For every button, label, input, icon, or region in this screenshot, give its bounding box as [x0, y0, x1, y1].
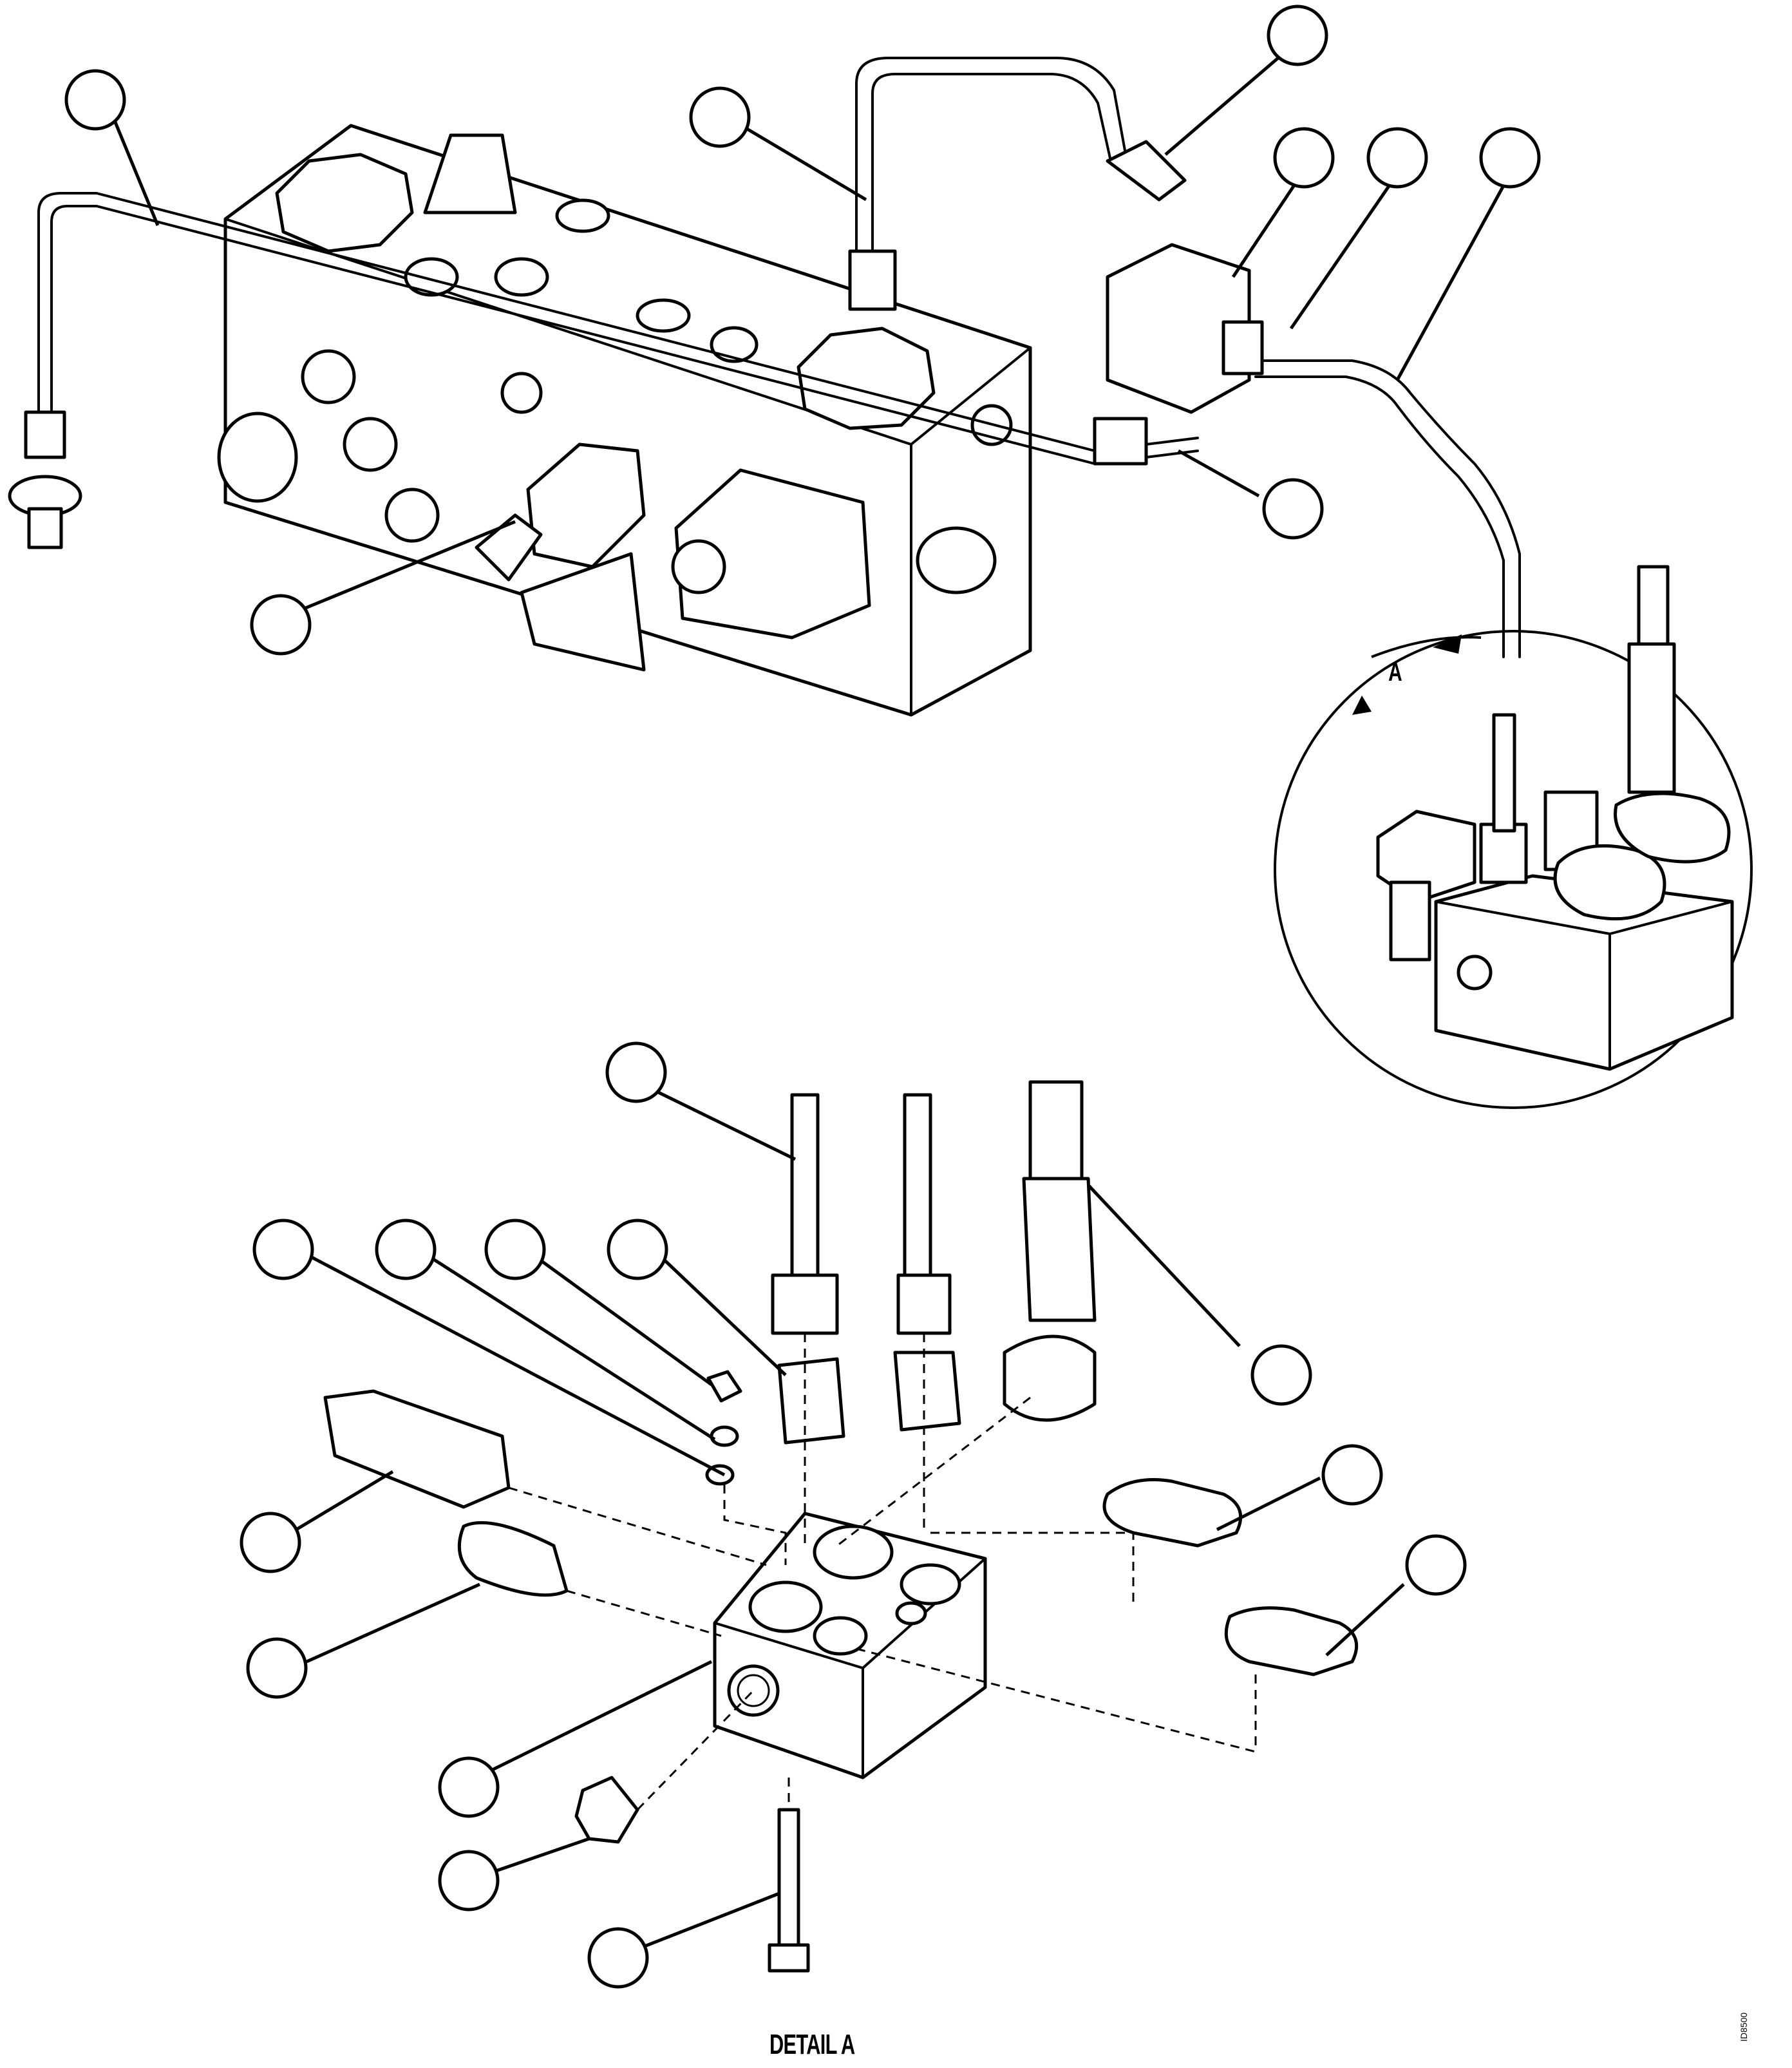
callout-balloon-13: [484, 1219, 546, 1280]
callout-balloon-14: [607, 1219, 668, 1280]
callout-balloon-1: [64, 69, 126, 131]
callout-balloon-19: [438, 1756, 500, 1818]
callout-balloon-21: [587, 1927, 649, 1989]
callout-balloon-16: [240, 1512, 301, 1573]
detail-title: DETAIL A: [769, 2029, 855, 2060]
callout-balloon-10: [1250, 1344, 1312, 1406]
callout-balloon-18: [246, 1637, 308, 1699]
callout-balloon-6: [1479, 127, 1541, 189]
callout-balloon-4: [1273, 127, 1335, 189]
hydraulic-tubes: [8, 57, 1521, 658]
callout-balloon-15: [1321, 1444, 1383, 1506]
callout-balloon-8: [250, 594, 312, 656]
callout-balloon-11: [252, 1219, 314, 1280]
drawing-id: ID8500: [1739, 2012, 1749, 2042]
detail-view-circle: [1274, 565, 1753, 1109]
callout-balloon-7: [1262, 478, 1324, 540]
callout-balloon-5: [1366, 127, 1428, 189]
callout-balloon-17: [1405, 1534, 1467, 1596]
view-letter-label: A: [1388, 658, 1402, 687]
exploded-manifold: [713, 1512, 987, 1779]
callout-balloon-12: [375, 1219, 437, 1280]
callout-balloon-3: [1267, 5, 1328, 66]
callout-balloon-2: [689, 86, 751, 148]
valve-block-main: [217, 124, 1032, 717]
callout-balloon-9: [605, 1041, 667, 1103]
exploded-components: [323, 1080, 1359, 1973]
callout-balloon-20: [438, 1850, 500, 1911]
